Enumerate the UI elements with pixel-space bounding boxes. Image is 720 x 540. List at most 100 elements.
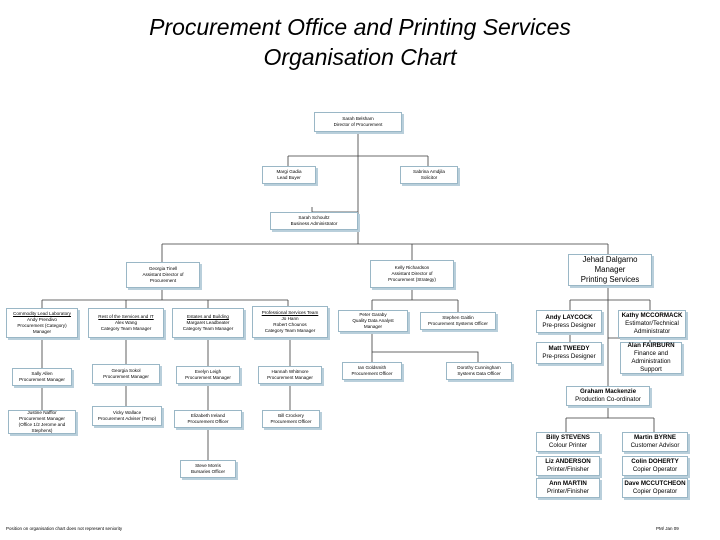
box-role: Procurement Officer <box>270 419 312 424</box>
box-name: Sarah Belsham <box>342 116 374 121</box>
box-name: Andy LAYCOCK <box>545 313 593 321</box>
box-name: Jehad Dalgarno <box>582 255 638 264</box>
procurement-systems-box: Stephen Gaitlin Procurement Systems Offi… <box>420 312 496 330</box>
footer-note: Position on organisation chart does not … <box>6 526 123 531</box>
box-role: Category Team Manager <box>182 326 234 331</box>
copier-operator-box-2: Dave MCCUTCHEON Copier Operator <box>622 478 688 498</box>
box-name: Liz ANDERSON <box>545 458 591 465</box>
box-role: Procurement Manager <box>267 375 313 380</box>
box-name: Colin DOHERTY <box>631 458 679 465</box>
box-role: Copier Operator <box>632 466 678 473</box>
box-role: Director of Procurement <box>333 122 383 127</box>
systems-data-officer-box: Dorothy Cunningham Systems Data Officer <box>446 362 512 380</box>
box-name: Kelly Richardson <box>394 265 430 270</box>
category-box-laboratory: Commodity Lead Laboratory Andy Prendivo … <box>6 308 78 338</box>
box-name: Evelyn Leigh <box>194 369 222 374</box>
procurement-adviser-box: Vicky Wallace Procurement Adviser (Temp) <box>92 406 162 426</box>
box-role: Systems Data Officer <box>457 371 501 376</box>
box-team: Commodity Lead Laboratory <box>13 311 71 316</box>
box-role: Procurement Manager <box>103 374 149 379</box>
assistant-director-2-box: Kelly Richardson Assistant Director of P… <box>370 260 454 288</box>
copier-operator-box-1: Colin DOHERTY Copier Operator <box>622 456 688 476</box>
box-role: Lead Buyer <box>277 175 301 180</box>
title-line-2: Organisation Chart <box>263 44 457 70</box>
box-role: Procurement Manager <box>19 416 65 421</box>
procurement-manager-box-jerome: Justine Nafflor Procurement Manager (Off… <box>8 410 76 434</box>
box-role: Quality Data Analyst <box>352 318 394 323</box>
pre-press-designer-box-2: Matt TWEEDY Pre-press Designer <box>536 342 602 364</box>
box-role: Procurement Officer <box>187 419 229 424</box>
box-role: Production Co-ordinator <box>575 396 641 403</box>
procurement-manager-box-3: Evelyn Leigh Procurement Manager <box>176 366 240 384</box>
box-role: Assistant Director of <box>142 272 184 277</box>
colour-printer-box: Billy STEVENS Colour Printer <box>536 432 600 452</box>
box-role: Printer/Finisher <box>547 488 589 495</box>
box-role: Category Team Manager <box>100 326 152 331</box>
bursaries-officer-box: Steve Morris Bursaries Officer <box>180 460 236 478</box>
box-role-2: (Office 1/2 Jerome and <box>18 422 66 427</box>
box-role-3: Support <box>640 366 662 373</box>
box-name: Ian Goldsmith <box>357 365 387 370</box>
box-name: Georgia Tinell <box>148 266 178 271</box>
box-name: Matt TWEEDY <box>548 345 590 352</box>
box-name: Billy STEVENS <box>546 434 590 441</box>
box-role: Procurement Manager <box>19 377 65 382</box>
category-box-services-it: Rest of the Services and IT Alex Wang Ca… <box>88 308 164 338</box>
quality-data-box: Peter Garaby Quality Data Analyst Manage… <box>338 310 408 332</box>
printing-manager-box: Jehad Dalgarno Manager Printing Services <box>568 254 652 286</box>
production-coordinator-box: Graham Mackenzie Production Co-ordinator <box>566 386 650 406</box>
box-name: Bill Crockery <box>278 413 304 418</box>
box-role: Estimator/Technical <box>625 320 679 327</box>
box-name: Martin BYRNE <box>634 434 676 441</box>
box-name: Vicky Wallace <box>112 410 142 415</box>
printer-finisher-box-1: Liz ANDERSON Printer/Finisher <box>536 456 600 476</box>
box-name: Sabrina Amdjila <box>413 169 445 174</box>
box-role-2: Manager <box>32 329 52 334</box>
box-role: Procurement Manager <box>185 375 231 380</box>
box-role: Pre-press Designer <box>542 321 596 329</box>
box-name: Elizabeth Ireland <box>190 413 226 418</box>
box-name: Alan FAIRBURN <box>627 342 675 349</box>
box-role: Finance and <box>633 350 669 357</box>
box-role: Procurement Adviser (Temp) <box>97 416 157 421</box>
box-name: Jo Hann <box>281 316 299 321</box>
box-team: Estates and Building <box>187 314 229 319</box>
box-role: Procurement Officer <box>351 371 393 376</box>
box-role: Colour Printer <box>548 442 588 449</box>
footer-date: PM/ Jan 09 <box>656 526 679 531</box>
title-line-1: Procurement Office and Printing Services <box>149 14 571 40</box>
box-name: Sarah Schoultz <box>298 215 330 220</box>
box-role: Solicitor <box>420 175 438 180</box>
procurement-manager-box-1: Sally Allen Procurement Manager <box>12 368 72 386</box>
lead-buyer-box: Margi Gadia Lead Buyer <box>262 166 316 184</box>
box-name: Georgia Sokol <box>111 368 141 373</box>
box-name: Dave MCCUTCHEON <box>624 480 686 487</box>
box-name: Graham Mackenzie <box>579 388 637 395</box>
box-name-2: Robert Chounos <box>273 322 307 327</box>
box-role-2: Manager <box>363 324 383 329</box>
box-team: Professional Services Team <box>261 310 319 315</box>
printer-finisher-box-2: Ann MARTIN Printer/Finisher <box>536 478 600 498</box>
box-role-2: Administration <box>631 358 671 365</box>
box-name: Dorothy Cunningham <box>457 365 501 370</box>
business-administrator-box: Sarah Schoultz Business Administrator <box>270 212 358 230</box>
procurement-manager-box-4: Hannah Whitmore Procurement Manager <box>258 366 322 384</box>
box-role-2: Administrator <box>633 328 671 335</box>
box-name: Andy Prendivo <box>27 317 57 322</box>
finance-support-box: Alan FAIRBURN Finance and Administration… <box>620 342 682 374</box>
box-name: Justine Nafflor <box>27 410 57 415</box>
box-role: Copier Operator <box>632 488 678 495</box>
procurement-officer-box-5: Ian Goldsmith Procurement Officer <box>342 362 402 380</box>
box-name: Ann MARTIN <box>549 480 587 487</box>
box-role-2: Procurement (Strategy) <box>388 277 436 282</box>
box-role: Business Administrator <box>290 221 338 226</box>
category-box-estates: Estates and Building Margaret Leadbeater… <box>172 308 244 338</box>
box-role: Manager <box>594 265 626 274</box>
box-name: Hannah Whitmore <box>271 369 309 374</box>
box-role: Category Team Manager <box>264 328 316 333</box>
customer-advisor-box: Martin BYRNE Customer Advisor <box>622 432 688 452</box>
box-name: Kathy MCCORMACK <box>621 312 683 319</box>
box-role: Procurement (Category) <box>17 323 67 328</box>
box-role: Customer Advisor <box>630 442 680 449</box>
box-role: Bursaries Officer <box>190 469 226 474</box>
